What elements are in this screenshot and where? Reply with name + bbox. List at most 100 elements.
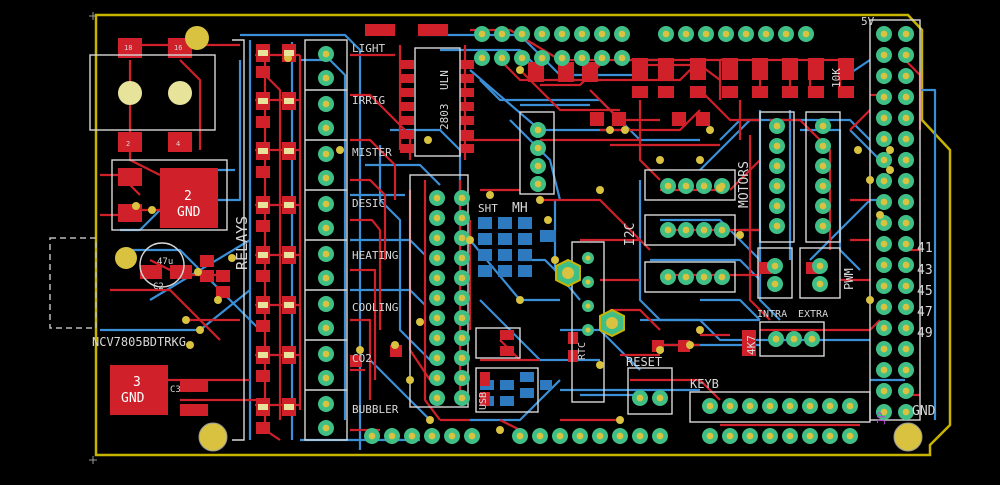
tht-pad-hole	[880, 261, 888, 269]
r4k7-label: 4K7	[745, 335, 758, 355]
tht-pad-hole	[880, 324, 888, 332]
via	[406, 376, 414, 384]
tht-pad-hole	[518, 54, 526, 62]
tht-pad-hole	[322, 224, 330, 232]
tht-pad-hole	[880, 198, 888, 206]
tht-pad-hole	[806, 432, 814, 440]
tht-pad-hole	[902, 114, 910, 122]
tht-pad-hole	[534, 180, 542, 188]
via	[686, 341, 694, 349]
tht-pad-hole	[576, 432, 584, 440]
pad-2-label: 2	[126, 140, 130, 148]
tht-pad-hole	[458, 294, 466, 302]
pad-4-label: 4	[176, 140, 180, 148]
tht-pad-hole	[368, 432, 376, 440]
via	[656, 346, 664, 354]
tht-pad-hole	[458, 314, 466, 322]
five-v-label: 5V	[861, 15, 875, 28]
tht-pad-hole	[448, 432, 456, 440]
mh-label: MH	[512, 201, 528, 216]
tht-pad-hole	[534, 162, 542, 170]
tht-pad-hole	[433, 334, 441, 342]
tht-pad-hole	[322, 174, 330, 182]
via	[466, 236, 474, 244]
tht-pad-hole	[468, 432, 476, 440]
tht-pad-hole	[433, 374, 441, 382]
tht-pad-hole	[902, 219, 910, 227]
via	[616, 416, 624, 424]
relay-row-markers	[258, 50, 294, 410]
via	[596, 186, 604, 194]
tht-pad-hole	[433, 254, 441, 262]
tht-pad-hole	[773, 182, 781, 190]
tht-pad-hole	[322, 74, 330, 82]
tht-pad-hole	[726, 402, 734, 410]
tht-pad-hole	[664, 182, 672, 190]
tht-pad-hole	[616, 432, 624, 440]
tht-pad-hole	[538, 30, 546, 38]
tht-pad-hole	[408, 432, 416, 440]
via	[621, 126, 629, 134]
tht-pad-hole	[816, 262, 824, 270]
tht-pad-hole	[636, 432, 644, 440]
relay-label-light: LIGHT	[352, 42, 385, 55]
usb-label: USB	[478, 392, 489, 410]
via	[536, 196, 544, 204]
tht-pad-hole	[880, 345, 888, 353]
sht-label: SHT	[478, 202, 498, 215]
tht-pad-hole	[773, 122, 781, 130]
tht-pad-hole	[322, 400, 330, 408]
via	[426, 416, 434, 424]
tht-pad-hole	[458, 234, 466, 242]
tht-pad-hole	[880, 72, 888, 80]
tht-pad-hole	[902, 93, 910, 101]
tht-pad-hole	[578, 54, 586, 62]
tht-pad-hole	[433, 234, 441, 242]
tht-pad-hole	[902, 408, 910, 416]
tht-pad-hole	[585, 327, 591, 333]
via	[516, 66, 524, 74]
tht-pad-hole	[322, 100, 330, 108]
via	[544, 216, 552, 224]
tht-pad-hole	[433, 394, 441, 402]
tht-pad-hole	[902, 303, 910, 311]
tht-pad-hole	[880, 282, 888, 290]
tht-pad-hole	[322, 374, 330, 382]
rtc-label: RTC	[577, 342, 588, 360]
tht-pad-hole	[322, 250, 330, 258]
tht-pad-hole	[880, 219, 888, 227]
motors-label: MOTORS	[737, 161, 752, 208]
tht-pad-hole	[718, 226, 726, 234]
tht-pad-hole	[706, 402, 714, 410]
tht-pad-hole	[322, 50, 330, 58]
tht-pad-hole	[706, 432, 714, 440]
tht-pad-hole	[458, 254, 466, 262]
tht-pad-hole	[819, 162, 827, 170]
relay-label-desic: DESIC	[352, 197, 385, 210]
tht-pad-hole	[433, 194, 441, 202]
tht-pad-hole	[534, 144, 542, 152]
keyb-label: KEYB	[690, 377, 719, 391]
tht-pad-hole	[585, 303, 591, 309]
silkscreen-outlines	[89, 19, 921, 441]
tht-pad-hole	[902, 198, 910, 206]
tht-pad-hole	[880, 366, 888, 374]
tht-pad-hole	[786, 432, 794, 440]
regulator-label: NCV7805BDTRKG	[92, 335, 186, 349]
tht-pad-hole	[772, 335, 780, 343]
via	[148, 206, 156, 214]
cap-c3-label: C3	[170, 385, 181, 395]
pin-41-label: 41	[917, 241, 933, 256]
via	[866, 296, 874, 304]
tht-pad-hole	[596, 432, 604, 440]
tht-pad-hole	[322, 424, 330, 432]
via	[486, 191, 494, 199]
large-pads	[555, 258, 625, 338]
tht-pad-hole	[458, 274, 466, 282]
via	[886, 166, 894, 174]
tht-pad-hole	[819, 222, 827, 230]
via	[706, 126, 714, 134]
through-hole-pads	[318, 26, 914, 444]
